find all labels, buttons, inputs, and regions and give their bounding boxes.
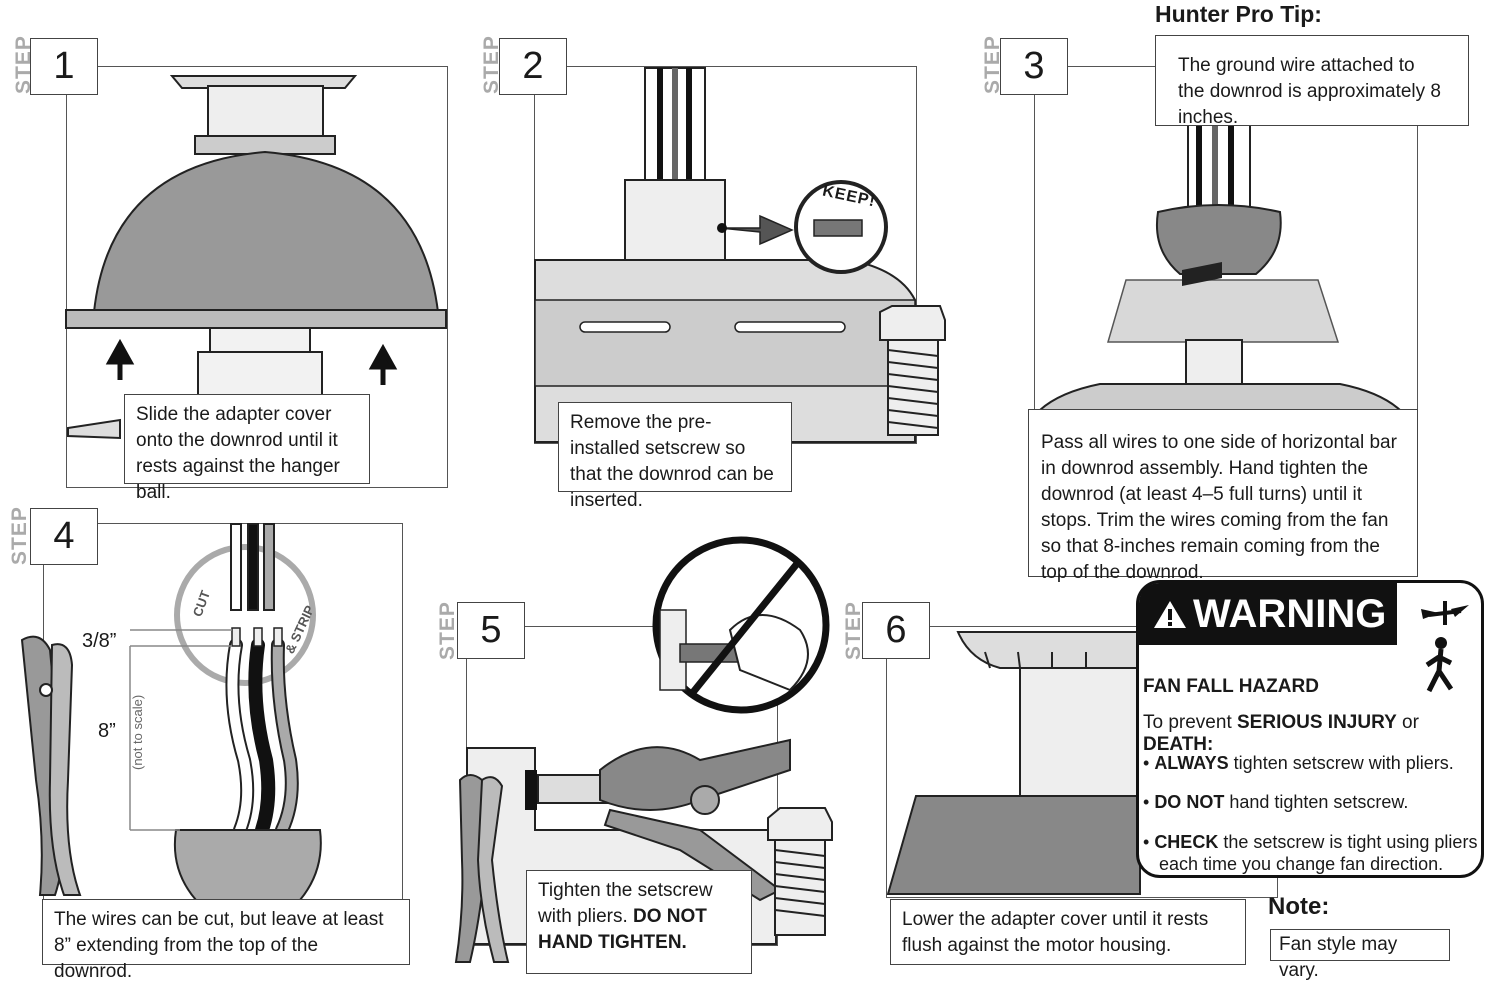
warning-bullet-text: hand tighten setscrew. [1224, 792, 1409, 812]
warning-bullet: • DO NOT hand tighten setscrew. [1143, 792, 1409, 812]
step2-number: 2 [499, 38, 567, 95]
step6-number: 6 [862, 602, 930, 659]
protip-text: The ground wire attached to the downrod … [1155, 35, 1469, 128]
step2-caption: Remove the pre-installed setscrew so tha… [558, 402, 792, 511]
step1-caption: Slide the adapter cover onto the downrod… [124, 394, 370, 503]
step6-caption: Lower the adapter cover until it rests f… [890, 899, 1246, 965]
step5-number: 5 [457, 602, 525, 659]
step5-caption-bold: DO NOT HAND TIGHTEN. [538, 906, 707, 953]
step4-number: 4 [30, 508, 98, 565]
warning-header: WARNING [1139, 583, 1397, 645]
step3-caption: Pass all wires to one side of horizontal… [1028, 409, 1418, 583]
warning-intro-bold-2: DEATH: [1143, 734, 1214, 755]
warning-intro-plain-1: To prevent [1143, 712, 1237, 733]
warning-bullet-bold: ALWAYS [1154, 753, 1229, 773]
dim-small: 3/8” [82, 630, 117, 652]
step1-number: 1 [30, 38, 98, 95]
warning-bullet-text: the setscrew is tight using pliers each … [1159, 832, 1478, 874]
warning-bullet-bold: CHECK [1154, 832, 1219, 852]
warning-bullet: • ALWAYS tighten setscrew with pliers. [1143, 753, 1454, 773]
warning-triangle-icon [1154, 601, 1186, 628]
warning-box: WARNING FAN FALL HAZARD To prevent SERIO… [1136, 580, 1484, 878]
warning-bullet: • CHECK the setscrew is tight using plie… [1143, 832, 1478, 874]
warning-intro-plain-2: or [1396, 712, 1419, 733]
falling-fan-icon [1421, 601, 1469, 693]
warning-hazard: FAN FALL HAZARD [1143, 676, 1319, 697]
warning-bullet-text: tighten setscrew with pliers. [1228, 753, 1454, 773]
step3-number: 3 [1000, 38, 1068, 95]
step5-caption: Tighten the setscrew with pliers. DO NOT… [526, 870, 752, 974]
warning-intro: To prevent SERIOUS INJURY or DEATH: [1143, 712, 1481, 756]
warning-title: WARNING [1193, 591, 1387, 636]
protip-title: Hunter Pro Tip: [1155, 1, 1322, 27]
step5-caption-plain: Tighten the setscrew with pliers. [538, 880, 713, 927]
warning-intro-bold-1: SERIOUS INJURY [1237, 712, 1397, 733]
note-text: Fan style may vary. [1270, 929, 1450, 981]
dim-large: 8” [98, 720, 116, 742]
step4-caption: The wires can be cut, but leave at least… [42, 899, 410, 982]
warning-bullet-bold: DO NOT [1154, 792, 1225, 812]
note-title: Note: [1268, 893, 1330, 920]
